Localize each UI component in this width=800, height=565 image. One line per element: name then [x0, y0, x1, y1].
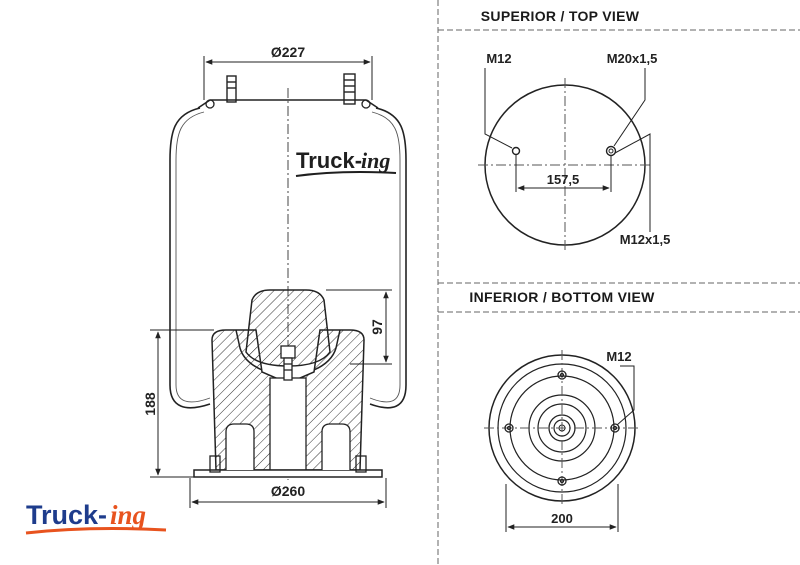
brand-suffix: ing [110, 500, 146, 530]
svg-text:ing: ing [361, 148, 390, 173]
label-thread-lower: M12x1,5 [620, 232, 671, 247]
label-height-total: 188 [142, 392, 158, 416]
top-view: M12 M20x1,5 M12x1,5 157,5 [478, 51, 670, 252]
watermark-logo: Truck- ing [295, 148, 397, 177]
base-bolt-holes [504, 370, 620, 486]
svg-text:Truck-: Truck- [296, 148, 362, 173]
center-bolt [280, 345, 296, 381]
bottom-view-title: INFERIOR / BOTTOM VIEW [469, 289, 655, 305]
top-plate [197, 99, 379, 109]
air-inlet-m20 [605, 145, 617, 157]
label-thread-right: M20x1,5 [607, 51, 658, 66]
bottom-view: M12 200 [484, 349, 640, 532]
stud-hole-m12 [511, 146, 521, 156]
brand-name: Truck- [26, 500, 107, 530]
top-stud-right [343, 73, 356, 105]
side-section-view: Ø227 Ø260 188 97 Truck- ing [142, 44, 407, 508]
top-view-title: SUPERIOR / TOP VIEW [481, 8, 640, 24]
label-bottom-width: 200 [551, 511, 573, 526]
view-dividers [437, 0, 800, 565]
bumper-head [245, 289, 331, 367]
label-height-piston: 97 [369, 319, 385, 335]
label-diameter-top: Ø227 [271, 44, 305, 60]
dim-height-total [150, 329, 214, 478]
rubber-bellow [169, 107, 407, 409]
dim-diameter-bottom [189, 478, 387, 508]
brand-logo: Truck- ing [25, 500, 167, 535]
piston-core [269, 377, 307, 471]
label-bottom-thread: M12 [606, 349, 631, 364]
label-spacing: 157,5 [547, 172, 580, 187]
top-stud-left [226, 75, 237, 103]
dim-height-piston [326, 289, 392, 365]
dim-diameter-top [203, 56, 373, 100]
label-diameter-bottom: Ø260 [271, 483, 305, 499]
label-thread-left: M12 [486, 51, 511, 66]
base-flange [193, 469, 383, 478]
